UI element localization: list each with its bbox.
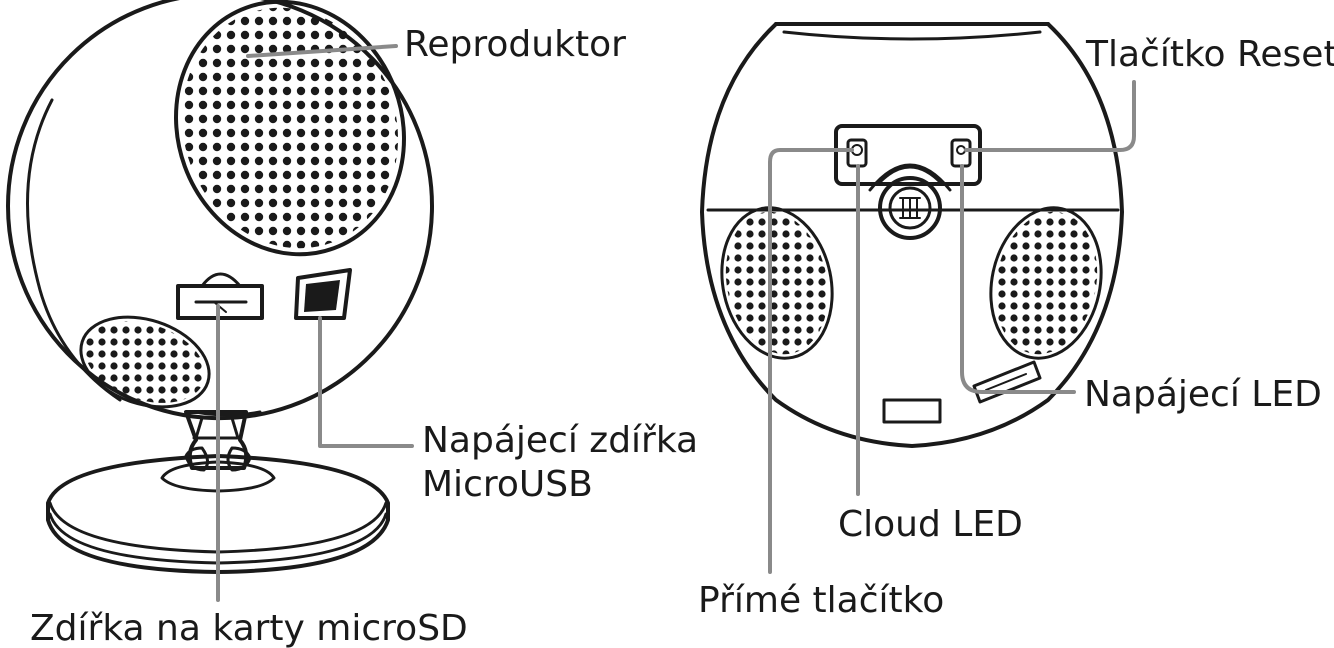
label-cloud-led: Cloud LED	[838, 504, 1023, 545]
label-power-port-line2: MicroUSB	[422, 464, 593, 505]
leader-power-port	[318, 316, 414, 448]
front-view: Reproduktor Napájecí zdířka MicroUSB Zdí…	[6, 0, 698, 648]
power-led-window	[972, 360, 1042, 404]
label-speaker: Reproduktor	[404, 24, 626, 65]
microsd-slot	[176, 272, 264, 320]
leader-speaker	[246, 44, 398, 58]
bottom-tab	[882, 398, 942, 424]
back-grille-right	[982, 202, 1110, 364]
leader-direct-button	[768, 148, 854, 574]
label-direct-button: Přímé tlačítko	[698, 580, 944, 621]
control-panel	[834, 124, 982, 192]
label-reset-button: Tlačítko Reset	[1085, 34, 1334, 75]
label-power-port-line1: Napájecí zdířka	[422, 420, 698, 461]
tripod-mount	[878, 176, 942, 240]
label-sd-slot: Zdířka na karty microSD	[30, 608, 468, 648]
speaker-grille	[150, 0, 432, 279]
camera-back-body	[700, 22, 1124, 448]
leader-power-led	[960, 164, 1076, 394]
back-view: Tlačítko Reset Napájecí LED Cloud LED Př…	[698, 22, 1334, 621]
label-power-led: Napájecí LED	[1084, 374, 1322, 415]
microusb-port	[294, 268, 352, 320]
back-grille-left	[713, 202, 841, 364]
leader-reset	[964, 80, 1136, 152]
camera-sphere	[6, 0, 434, 421]
